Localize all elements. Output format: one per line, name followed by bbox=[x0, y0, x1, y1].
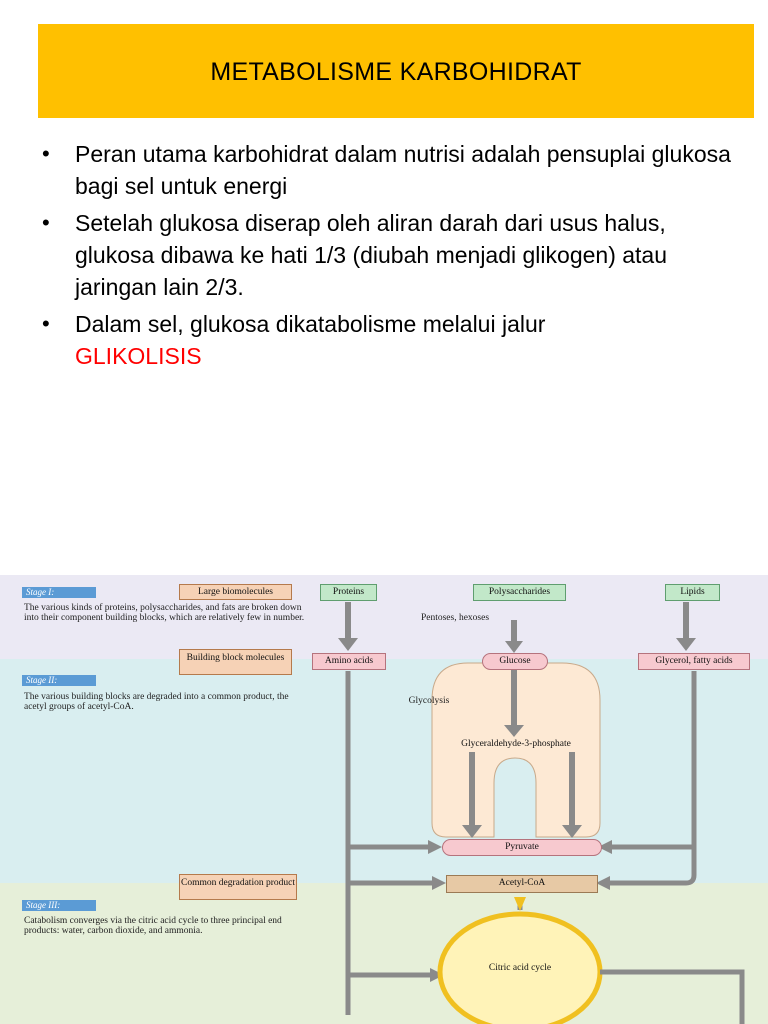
glycerol-fatty-acids-node: Glycerol, fatty acids bbox=[638, 653, 750, 670]
amino-acids-node: Amino acids bbox=[312, 653, 386, 670]
stage-3-box: Common degradation product bbox=[179, 874, 297, 900]
bullet-list: • Peran utama karbohidrat dalam nutrisi … bbox=[40, 138, 740, 377]
bullet-item: • Dalam sel, glukosa dikatabolisme melal… bbox=[40, 308, 740, 372]
slide-title: METABOLISME KARBOHIDRAT bbox=[210, 57, 582, 86]
glucose-node: Glucose bbox=[482, 653, 548, 670]
pathway-arrows bbox=[338, 602, 745, 1024]
pentoses-hexoses-label: Pentoses, hexoses bbox=[420, 613, 490, 623]
bullet-text: Dalam sel, glukosa dikatabolisme melalui… bbox=[75, 311, 546, 337]
stage-3-description: Catabolism converges via the citric acid… bbox=[24, 916, 282, 936]
bullet-dot-icon: • bbox=[42, 141, 50, 166]
catabolism-diagram: Stage I: The various kinds of proteins, … bbox=[0, 575, 768, 1024]
bullet-dot-icon: • bbox=[42, 210, 50, 235]
stage-1-box: Large biomolecules bbox=[179, 584, 292, 600]
stage-3-tag: Stage III: bbox=[22, 900, 96, 911]
stage-2-tag: Stage II: bbox=[22, 675, 96, 686]
stage-2-description: The various building blocks are degraded… bbox=[24, 692, 289, 712]
bullet-item: • Setelah glukosa diserap oleh aliran da… bbox=[40, 207, 740, 303]
bullet-item: • Peran utama karbohidrat dalam nutrisi … bbox=[40, 138, 740, 202]
bullet-text: Peran utama karbohidrat dalam nutrisi ad… bbox=[75, 141, 731, 199]
stage-3-band bbox=[0, 883, 768, 1024]
stage-1-band bbox=[0, 575, 768, 659]
polysaccharides-node: Polysaccharides bbox=[473, 584, 566, 601]
glycolysis-label: Glycolysis bbox=[408, 696, 450, 706]
g3p-node: Glyceraldehyde-3-phosphate bbox=[461, 739, 571, 749]
lipids-node: Lipids bbox=[665, 584, 720, 601]
bullet-text: Setelah glukosa diserap oleh aliran dara… bbox=[75, 210, 668, 300]
title-bar: METABOLISME KARBOHIDRAT bbox=[38, 24, 754, 118]
proteins-node: Proteins bbox=[320, 584, 377, 601]
stage-1-tag: Stage I: bbox=[22, 587, 96, 598]
acetyl-coa-node: Acetyl-CoA bbox=[446, 875, 598, 893]
glikolisis-highlight: GLIKOLISIS bbox=[75, 343, 202, 369]
bullet-dot-icon: • bbox=[42, 311, 50, 336]
stage-2-box: Building block molecules bbox=[179, 649, 292, 675]
stage-1-description: The various kinds of proteins, polysacch… bbox=[24, 603, 305, 623]
citric-acid-cycle-label: Citric acid cycle bbox=[488, 963, 552, 973]
pyruvate-node: Pyruvate bbox=[442, 839, 602, 856]
